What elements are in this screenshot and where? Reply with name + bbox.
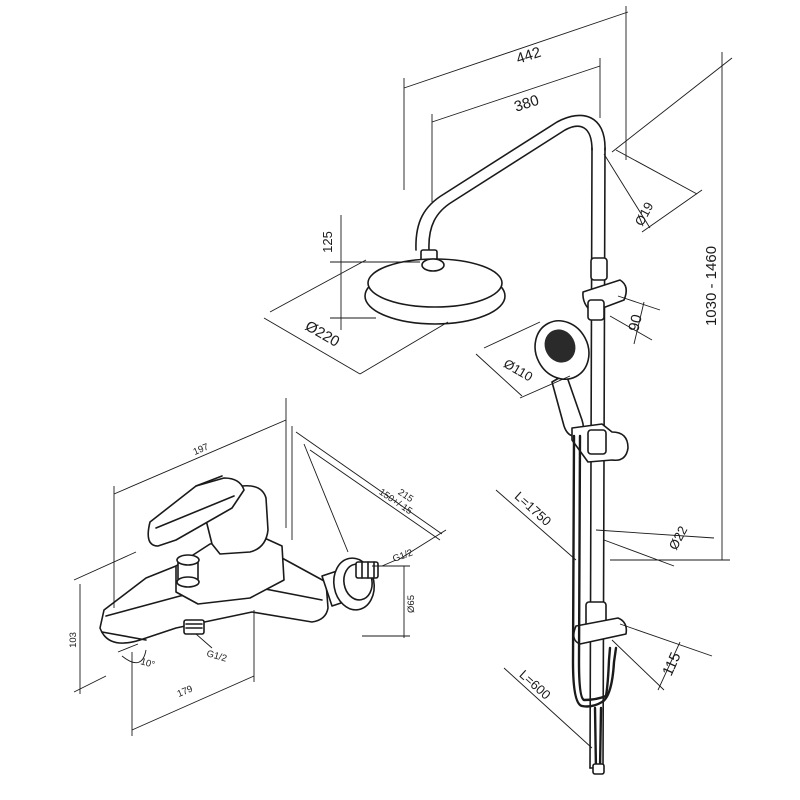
dim-mixer-g12-top: G1/2 [391,547,414,564]
diverter-knob [176,554,200,588]
shower-arm [415,114,606,251]
dim-90: 90 [625,313,646,333]
dim-mixer-d65: Ø65 [406,595,417,613]
dim-115: 115 [659,650,684,679]
mixer-lever-handle [147,475,269,555]
dim-d22: Ø22 [666,524,691,553]
dim-442: 442 [514,44,543,68]
dim-d220: Ø220 [302,318,342,351]
dim-380: 380 [512,92,541,116]
bath-mixer: 197 215 150+/-15 G1/2 Ø65 103 G1/2 10° 1… [68,398,447,736]
dim-mixer-197: 197 [192,442,211,458]
shower-dimension-lines [263,6,733,749]
dim-d110: Ø110 [501,356,535,384]
dim-mixer-179: 179 [176,684,195,700]
dim-1030-1460: 1030 - 1460 [703,246,720,326]
top-slider [582,257,628,321]
dim-125: 125 [320,231,335,253]
flexible-hose [571,434,618,775]
mixer-wall-eccentric [321,557,379,611]
bottom-wall-bracket [572,601,628,645]
mixer-bottom-outlet [183,619,205,635]
shower-system: 442 380 Ø19 125 Ø220 Ø110 90 1030 - 1460… [263,6,733,775]
rain-shower-head [364,249,506,325]
mixer-dimension-lines [73,398,447,736]
dim-mixer-g12-bottom: G1/2 [205,648,228,664]
hand-shower [534,320,590,438]
handshower-holder [571,423,629,463]
dim-mixer-10deg: 10° [139,656,156,671]
dim-mixer-103: 103 [68,632,79,648]
